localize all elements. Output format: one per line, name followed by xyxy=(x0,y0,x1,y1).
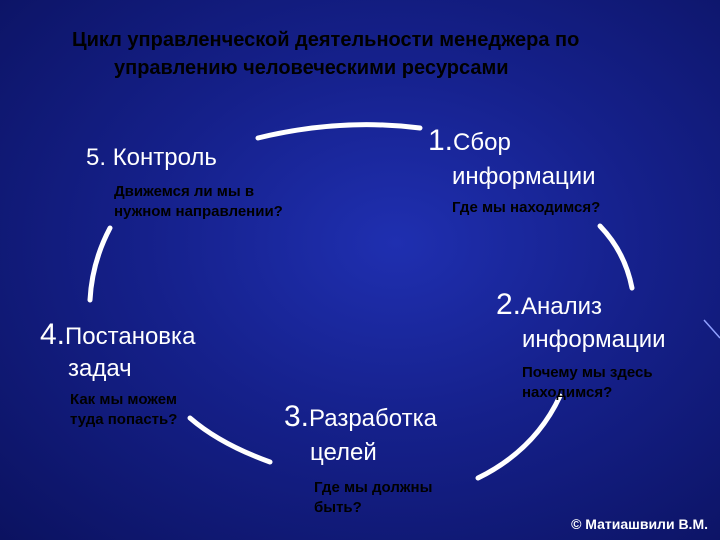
step-1-question: Где мы находимся? xyxy=(452,199,601,216)
step-4-question-line-1: Как мы можем xyxy=(70,391,177,408)
step-4-title-line-2: задач xyxy=(68,355,132,382)
step-5-question-line-2: нужном направлении? xyxy=(114,203,283,220)
title-line-2: управлению человеческими ресурсами xyxy=(114,57,509,79)
step-5-number: 5. xyxy=(86,144,113,171)
step-1-number: 1. xyxy=(428,124,454,157)
step-5-question-line-1: Движемся ли мы в xyxy=(114,183,255,200)
step-3-question: Где мы должны быть? xyxy=(314,478,432,518)
arc-goals-to-tasks xyxy=(187,415,273,465)
step-3-title: Разработка xyxy=(309,405,437,432)
step-3-question-line-1: Где мы должны xyxy=(314,479,433,496)
step-2-question-line-2: находимся? xyxy=(522,384,613,401)
step-4-number: 4. xyxy=(40,318,66,351)
arc-control-to-collect xyxy=(255,122,423,141)
step-5-title: Контроль xyxy=(112,144,217,171)
step-control: 5. Контроль xyxy=(86,143,217,173)
title-line-1: Цикл управленческой деятельности менедже… xyxy=(72,29,580,51)
step-3-title-line-2: целей xyxy=(310,439,377,466)
step-goals: 3.Разработка xyxy=(284,400,437,434)
step-2-question-line-1: Почему мы здесь xyxy=(522,364,653,381)
step-1-title: Сбор xyxy=(453,129,511,156)
corner-line-decoration xyxy=(703,319,720,339)
step-4-question-line-2: туда попасть? xyxy=(70,411,178,428)
arc-tasks-to-control xyxy=(87,225,113,303)
slide-title: Цикл управленческой деятельности менедже… xyxy=(72,26,712,82)
step-3-question-line-2: быть? xyxy=(314,499,362,516)
step-tasks: 4.Постановка xyxy=(40,318,195,352)
step-4-question: Как мы можем туда попасть? xyxy=(70,390,177,430)
step-5-question: Движемся ли мы в нужном направлении? xyxy=(114,182,283,222)
step-2-title: Анализ xyxy=(521,293,603,320)
step-4-title: Постановка xyxy=(65,323,196,350)
arc-analysis-to-goals xyxy=(475,393,563,481)
step-3-number: 3. xyxy=(284,400,310,433)
step-2-number: 2. xyxy=(496,288,522,321)
copyright: © Матиашвили В.М. xyxy=(571,516,708,532)
step-collect-information: 1.Сбор xyxy=(428,124,511,158)
step-2-title-line-2: информации xyxy=(522,326,666,353)
arc-collect-to-analysis xyxy=(597,223,635,291)
step-1-title-line-2: информации xyxy=(452,163,596,190)
step-analysis: 2.Анализ xyxy=(496,288,602,322)
step-2-question: Почему мы здесь находимся? xyxy=(522,363,653,403)
